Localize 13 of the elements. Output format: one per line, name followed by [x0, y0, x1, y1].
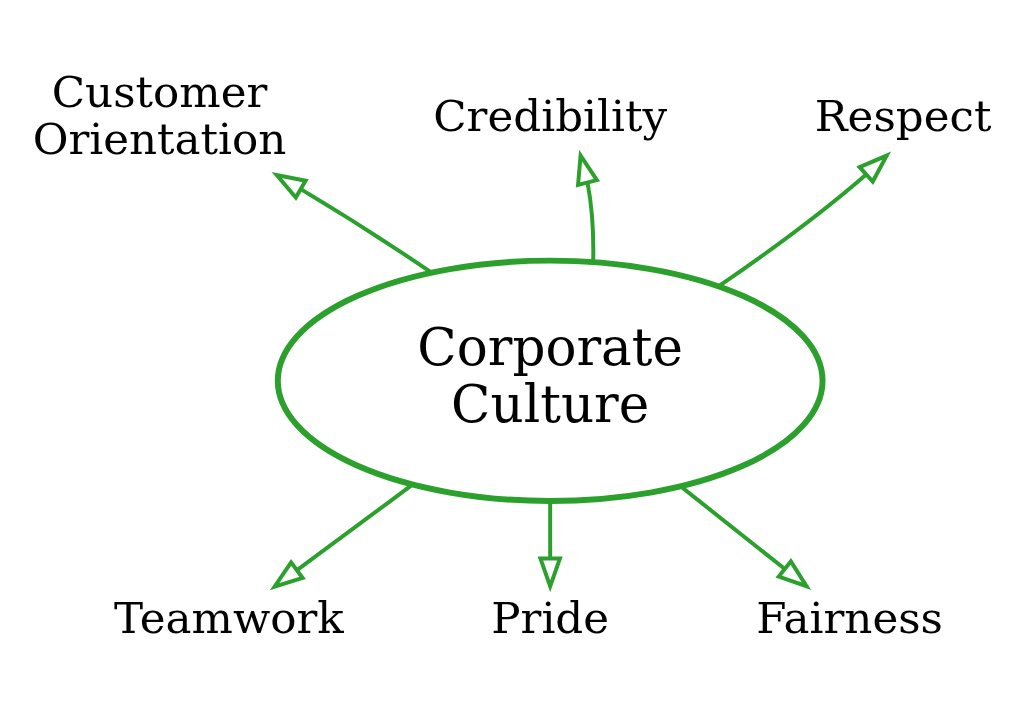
- arrow: [537, 501, 563, 593]
- node-text: Fairness: [756, 593, 943, 644]
- arrow: [680, 485, 812, 590]
- arrow: [718, 151, 892, 288]
- node-text: Teamwork: [114, 593, 344, 644]
- node-text: Customer Orientation: [32, 66, 287, 165]
- arrow: [575, 149, 601, 262]
- node-text: Pride: [491, 593, 610, 644]
- arrow: [271, 172, 432, 274]
- node-ellipse: Corporate Culture: [274, 257, 826, 504]
- node-text: Respect: [814, 90, 992, 141]
- arrow: [269, 483, 414, 591]
- node-text: Credibility: [433, 90, 668, 141]
